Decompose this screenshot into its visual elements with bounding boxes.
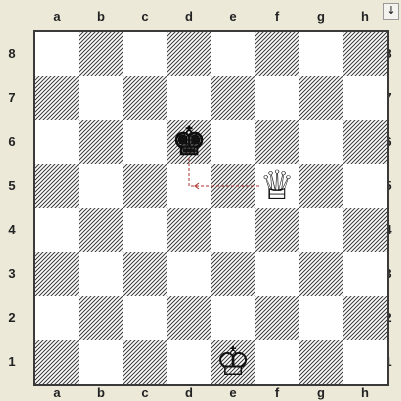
square-b3[interactable]	[79, 252, 123, 296]
square-f3[interactable]	[255, 252, 299, 296]
square-b5[interactable]	[79, 164, 123, 208]
rank-label-left-4: 4	[5, 223, 19, 237]
square-a4[interactable]	[35, 208, 79, 252]
file-label-top-g: g	[299, 10, 343, 24]
square-e2[interactable]	[211, 296, 255, 340]
square-a7[interactable]	[35, 76, 79, 120]
rank-label-left-8: 8	[5, 47, 19, 61]
rank-label-left-2: 2	[5, 311, 19, 325]
square-e3[interactable]	[211, 252, 255, 296]
black-king-icon[interactable]: ♚	[171, 119, 207, 165]
square-g1[interactable]	[299, 340, 343, 384]
square-b1[interactable]	[79, 340, 123, 384]
rank-label-left-7: 7	[5, 91, 19, 105]
rank-label-left-1: 1	[5, 355, 19, 369]
square-f2[interactable]	[255, 296, 299, 340]
square-h4[interactable]	[343, 208, 387, 252]
square-d8[interactable]	[167, 32, 211, 76]
white-queen-icon[interactable]: ♕	[259, 163, 295, 209]
square-a5[interactable]	[35, 164, 79, 208]
square-g2[interactable]	[299, 296, 343, 340]
square-c6[interactable]	[123, 120, 167, 164]
square-e4[interactable]	[211, 208, 255, 252]
square-h8[interactable]	[343, 32, 387, 76]
square-e7[interactable]	[211, 76, 255, 120]
square-a6[interactable]	[35, 120, 79, 164]
file-label-top-a: a	[35, 10, 79, 24]
square-b8[interactable]	[79, 32, 123, 76]
square-c2[interactable]	[123, 296, 167, 340]
square-c5[interactable]	[123, 164, 167, 208]
square-h1[interactable]	[343, 340, 387, 384]
square-g7[interactable]	[299, 76, 343, 120]
square-c4[interactable]	[123, 208, 167, 252]
file-label-bottom-g: g	[299, 386, 343, 400]
square-f8[interactable]	[255, 32, 299, 76]
square-h2[interactable]	[343, 296, 387, 340]
rank-label-left-6: 6	[5, 135, 19, 149]
file-label-bottom-b: b	[79, 386, 123, 400]
file-label-top-b: b	[79, 10, 123, 24]
square-h7[interactable]	[343, 76, 387, 120]
square-a1[interactable]	[35, 340, 79, 384]
square-c1[interactable]	[123, 340, 167, 384]
file-label-bottom-e: e	[211, 386, 255, 400]
file-label-bottom-c: c	[123, 386, 167, 400]
square-e6[interactable]	[211, 120, 255, 164]
file-label-top-e: e	[211, 10, 255, 24]
square-f7[interactable]	[255, 76, 299, 120]
board-canvas[interactable]: ♚ ♕ ♔	[35, 32, 387, 384]
square-h6[interactable]	[343, 120, 387, 164]
square-f4[interactable]	[255, 208, 299, 252]
square-d1[interactable]	[167, 340, 211, 384]
square-f6[interactable]	[255, 120, 299, 164]
square-d3[interactable]	[167, 252, 211, 296]
square-b4[interactable]	[79, 208, 123, 252]
square-a3[interactable]	[35, 252, 79, 296]
file-label-top-f: f	[255, 10, 299, 24]
square-c7[interactable]	[123, 76, 167, 120]
white-king-icon[interactable]: ♔	[215, 339, 251, 384]
file-label-bottom-f: f	[255, 386, 299, 400]
squares-layer	[35, 32, 387, 384]
square-b6[interactable]	[79, 120, 123, 164]
square-b2[interactable]	[79, 296, 123, 340]
square-f1[interactable]	[255, 340, 299, 384]
square-d4[interactable]	[167, 208, 211, 252]
square-g8[interactable]	[299, 32, 343, 76]
square-a8[interactable]	[35, 32, 79, 76]
square-d7[interactable]	[167, 76, 211, 120]
square-c3[interactable]	[123, 252, 167, 296]
file-label-top-d: d	[167, 10, 211, 24]
square-g6[interactable]	[299, 120, 343, 164]
square-g4[interactable]	[299, 208, 343, 252]
square-b7[interactable]	[79, 76, 123, 120]
file-label-bottom-d: d	[167, 386, 211, 400]
square-g5[interactable]	[299, 164, 343, 208]
square-e8[interactable]	[211, 32, 255, 76]
rank-label-left-5: 5	[5, 179, 19, 193]
square-c8[interactable]	[123, 32, 167, 76]
chess-board[interactable]: ♚ ♕ ♔	[33, 30, 389, 386]
square-g3[interactable]	[299, 252, 343, 296]
file-label-bottom-a: a	[35, 386, 79, 400]
square-a2[interactable]	[35, 296, 79, 340]
square-h3[interactable]	[343, 252, 387, 296]
square-d2[interactable]	[167, 296, 211, 340]
file-label-bottom-h: h	[343, 386, 387, 400]
file-label-top-c: c	[123, 10, 167, 24]
rank-label-left-3: 3	[5, 267, 19, 281]
file-label-top-h: h	[343, 10, 387, 24]
square-h5[interactable]	[343, 164, 387, 208]
